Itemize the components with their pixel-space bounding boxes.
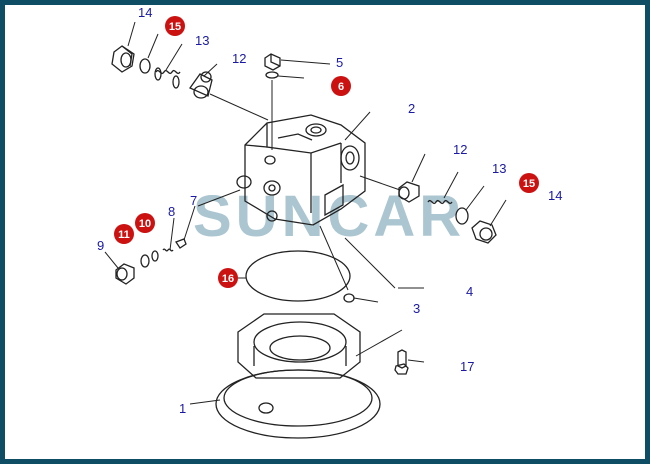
- label-8: 8: [168, 204, 175, 219]
- label-4: 4: [466, 284, 473, 299]
- svg-text:16: 16: [222, 273, 234, 285]
- gasket-16: [238, 225, 351, 302]
- label-14-top: 14: [138, 5, 152, 20]
- label-14-right: 14: [548, 188, 562, 203]
- svg-text:11: 11: [118, 229, 130, 241]
- label-5: 5: [336, 55, 343, 70]
- badge-11: 11: [114, 224, 134, 244]
- svg-text:15: 15: [169, 21, 181, 33]
- label-9: 9: [97, 238, 104, 253]
- label-13-top: 13: [195, 33, 209, 48]
- badge-15-top: 15: [165, 16, 185, 36]
- motor-housing: [189, 313, 403, 439]
- plug-assembly-left: [111, 45, 213, 99]
- valve-body: [236, 111, 371, 226]
- svg-text:10: 10: [139, 218, 151, 230]
- fitting-3-4: [343, 237, 424, 303]
- label-17: 17: [460, 359, 474, 374]
- label-7: 7: [190, 193, 197, 208]
- label-3: 3: [413, 301, 420, 316]
- badge-6: 6: [331, 76, 351, 96]
- plug-assembly-lower-left: [104, 189, 241, 285]
- label-12-right: 12: [453, 142, 467, 157]
- svg-text:15: 15: [523, 178, 535, 190]
- svg-text:6: 6: [338, 81, 344, 93]
- label-12-top: 12: [232, 51, 246, 66]
- badge-10: 10: [135, 213, 155, 233]
- plug-5: [264, 53, 331, 150]
- label-2: 2: [408, 101, 415, 116]
- leaders-upper-left: [127, 21, 269, 121]
- highlight-badges: 15 6 15 10 11 16: [114, 16, 539, 288]
- label-1: 1: [179, 401, 186, 416]
- plug-assembly-right: [359, 153, 507, 244]
- bolt-17: [394, 349, 425, 375]
- part-labels: 14 13 12 5 2 12 13 14 7 8 9 4 3 17 1: [97, 5, 562, 416]
- label-13-right: 13: [492, 161, 506, 176]
- badge-15-right: 15: [519, 173, 539, 193]
- badge-16: 16: [218, 268, 238, 288]
